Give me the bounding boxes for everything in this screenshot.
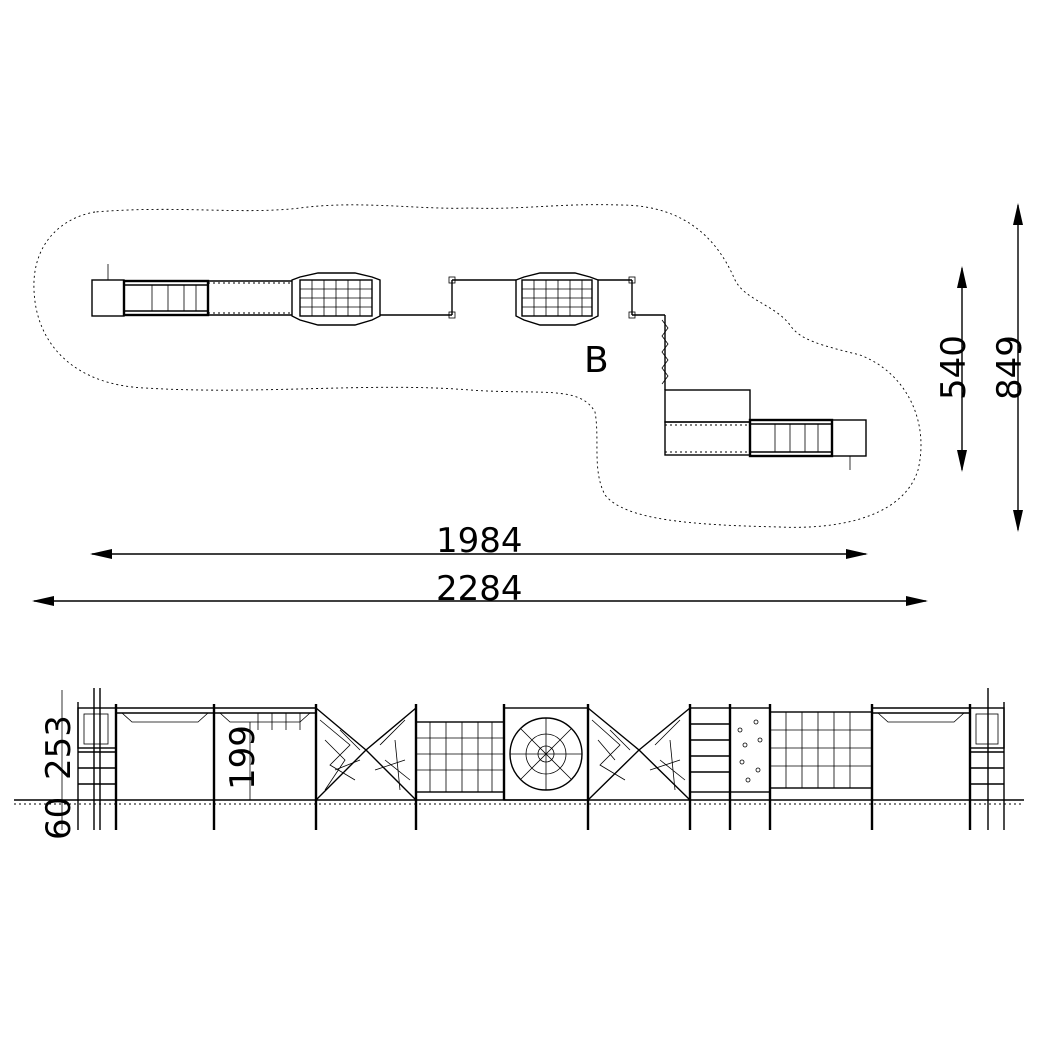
dimension-width-outer: 2284: [32, 569, 928, 609]
dim-width-outer-text: 2284: [436, 569, 523, 609]
rope-ladder-diagonal: [661, 315, 669, 390]
dim-depth-below-text: 60: [39, 797, 79, 840]
right-tower: [969, 707, 1005, 785]
x-net-right: [587, 707, 691, 801]
x-net-left: [315, 707, 417, 801]
spider-web-panel: [503, 707, 589, 801]
rope-bridge-left: [208, 280, 292, 316]
ladder-panel: [689, 707, 731, 793]
area-label: B: [584, 340, 609, 381]
climbing-wall: [729, 707, 771, 793]
plan-view: B 540 849 1984 2284: [32, 203, 1030, 609]
left-tower: [77, 707, 117, 785]
dimension-depth-below: 60: [39, 797, 79, 840]
dim-height-platform-text: 199: [223, 725, 263, 790]
dimension-depth-inner: 540: [934, 266, 974, 472]
safety-zone-outline: [33, 204, 922, 528]
climbing-net-panel: [415, 721, 505, 793]
net-cage-2: [515, 272, 665, 326]
dimension-width-inner: 1984: [90, 521, 868, 561]
bridge-middle: [380, 276, 516, 319]
monkey-bars: [257, 713, 301, 730]
dimension-height-total: 253: [39, 690, 79, 800]
right-platform: [664, 389, 867, 470]
top-beams: [116, 707, 970, 723]
dim-width-inner-text: 1984: [436, 521, 523, 561]
elevation-view: 253 199 60: [14, 688, 1024, 840]
dim-depth-inner-text: 540: [934, 335, 974, 400]
dimension-depth-outer: 849: [990, 203, 1030, 532]
net-cage-1: [291, 272, 381, 326]
left-platform: [91, 264, 210, 317]
rope-net-right: [769, 711, 873, 789]
dimension-height-platform: 199: [223, 722, 263, 800]
dim-depth-outer-text: 849: [990, 335, 1030, 400]
dim-height-total-text: 253: [39, 715, 79, 780]
